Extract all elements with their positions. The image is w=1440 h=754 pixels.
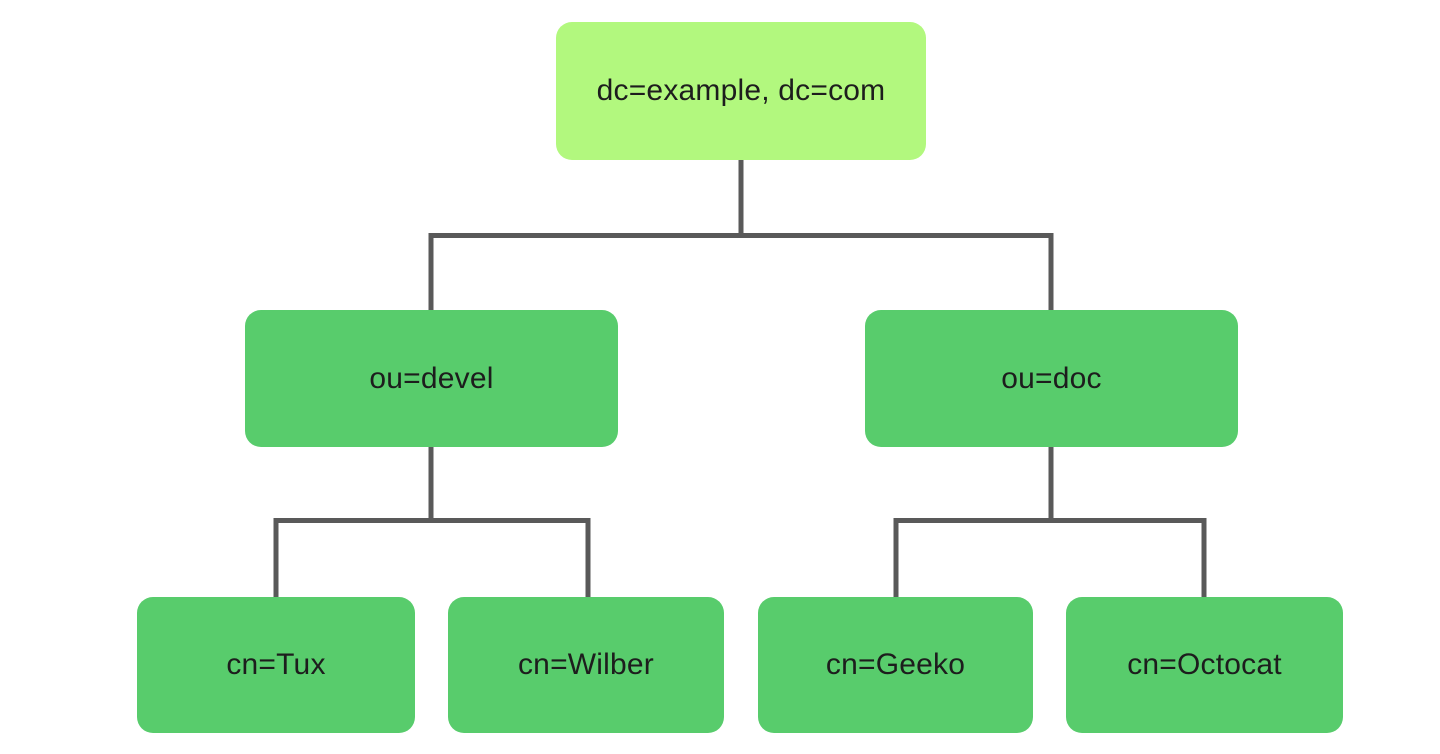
connector-root-to-ou	[428, 233, 1054, 310]
node-dc-example-dc-com: dc=example, dc=com	[556, 22, 926, 160]
node-cn-geeko: cn=Geeko	[758, 597, 1033, 733]
node-label: cn=Octocat	[1127, 648, 1282, 681]
node-label: cn=Tux	[226, 648, 326, 681]
connector-doc-to-leaves	[893, 518, 1207, 597]
node-label: ou=doc	[1001, 361, 1102, 395]
node-label: cn=Wilber	[517, 648, 654, 681]
node-label: ou=devel	[369, 361, 494, 395]
node-label: dc=example, dc=com	[596, 74, 886, 107]
node-cn-octocat: cn=Octocat	[1066, 597, 1343, 733]
node-ou-devel: ou=devel	[245, 310, 618, 447]
node-cn-tux: cn=Tux	[137, 597, 415, 733]
node-label: cn=Geeko	[825, 648, 966, 681]
node-cn-wilber: cn=Wilber	[448, 597, 724, 733]
connector-devel-to-leaves	[273, 518, 591, 597]
node-ou-doc: ou=doc	[865, 310, 1238, 447]
